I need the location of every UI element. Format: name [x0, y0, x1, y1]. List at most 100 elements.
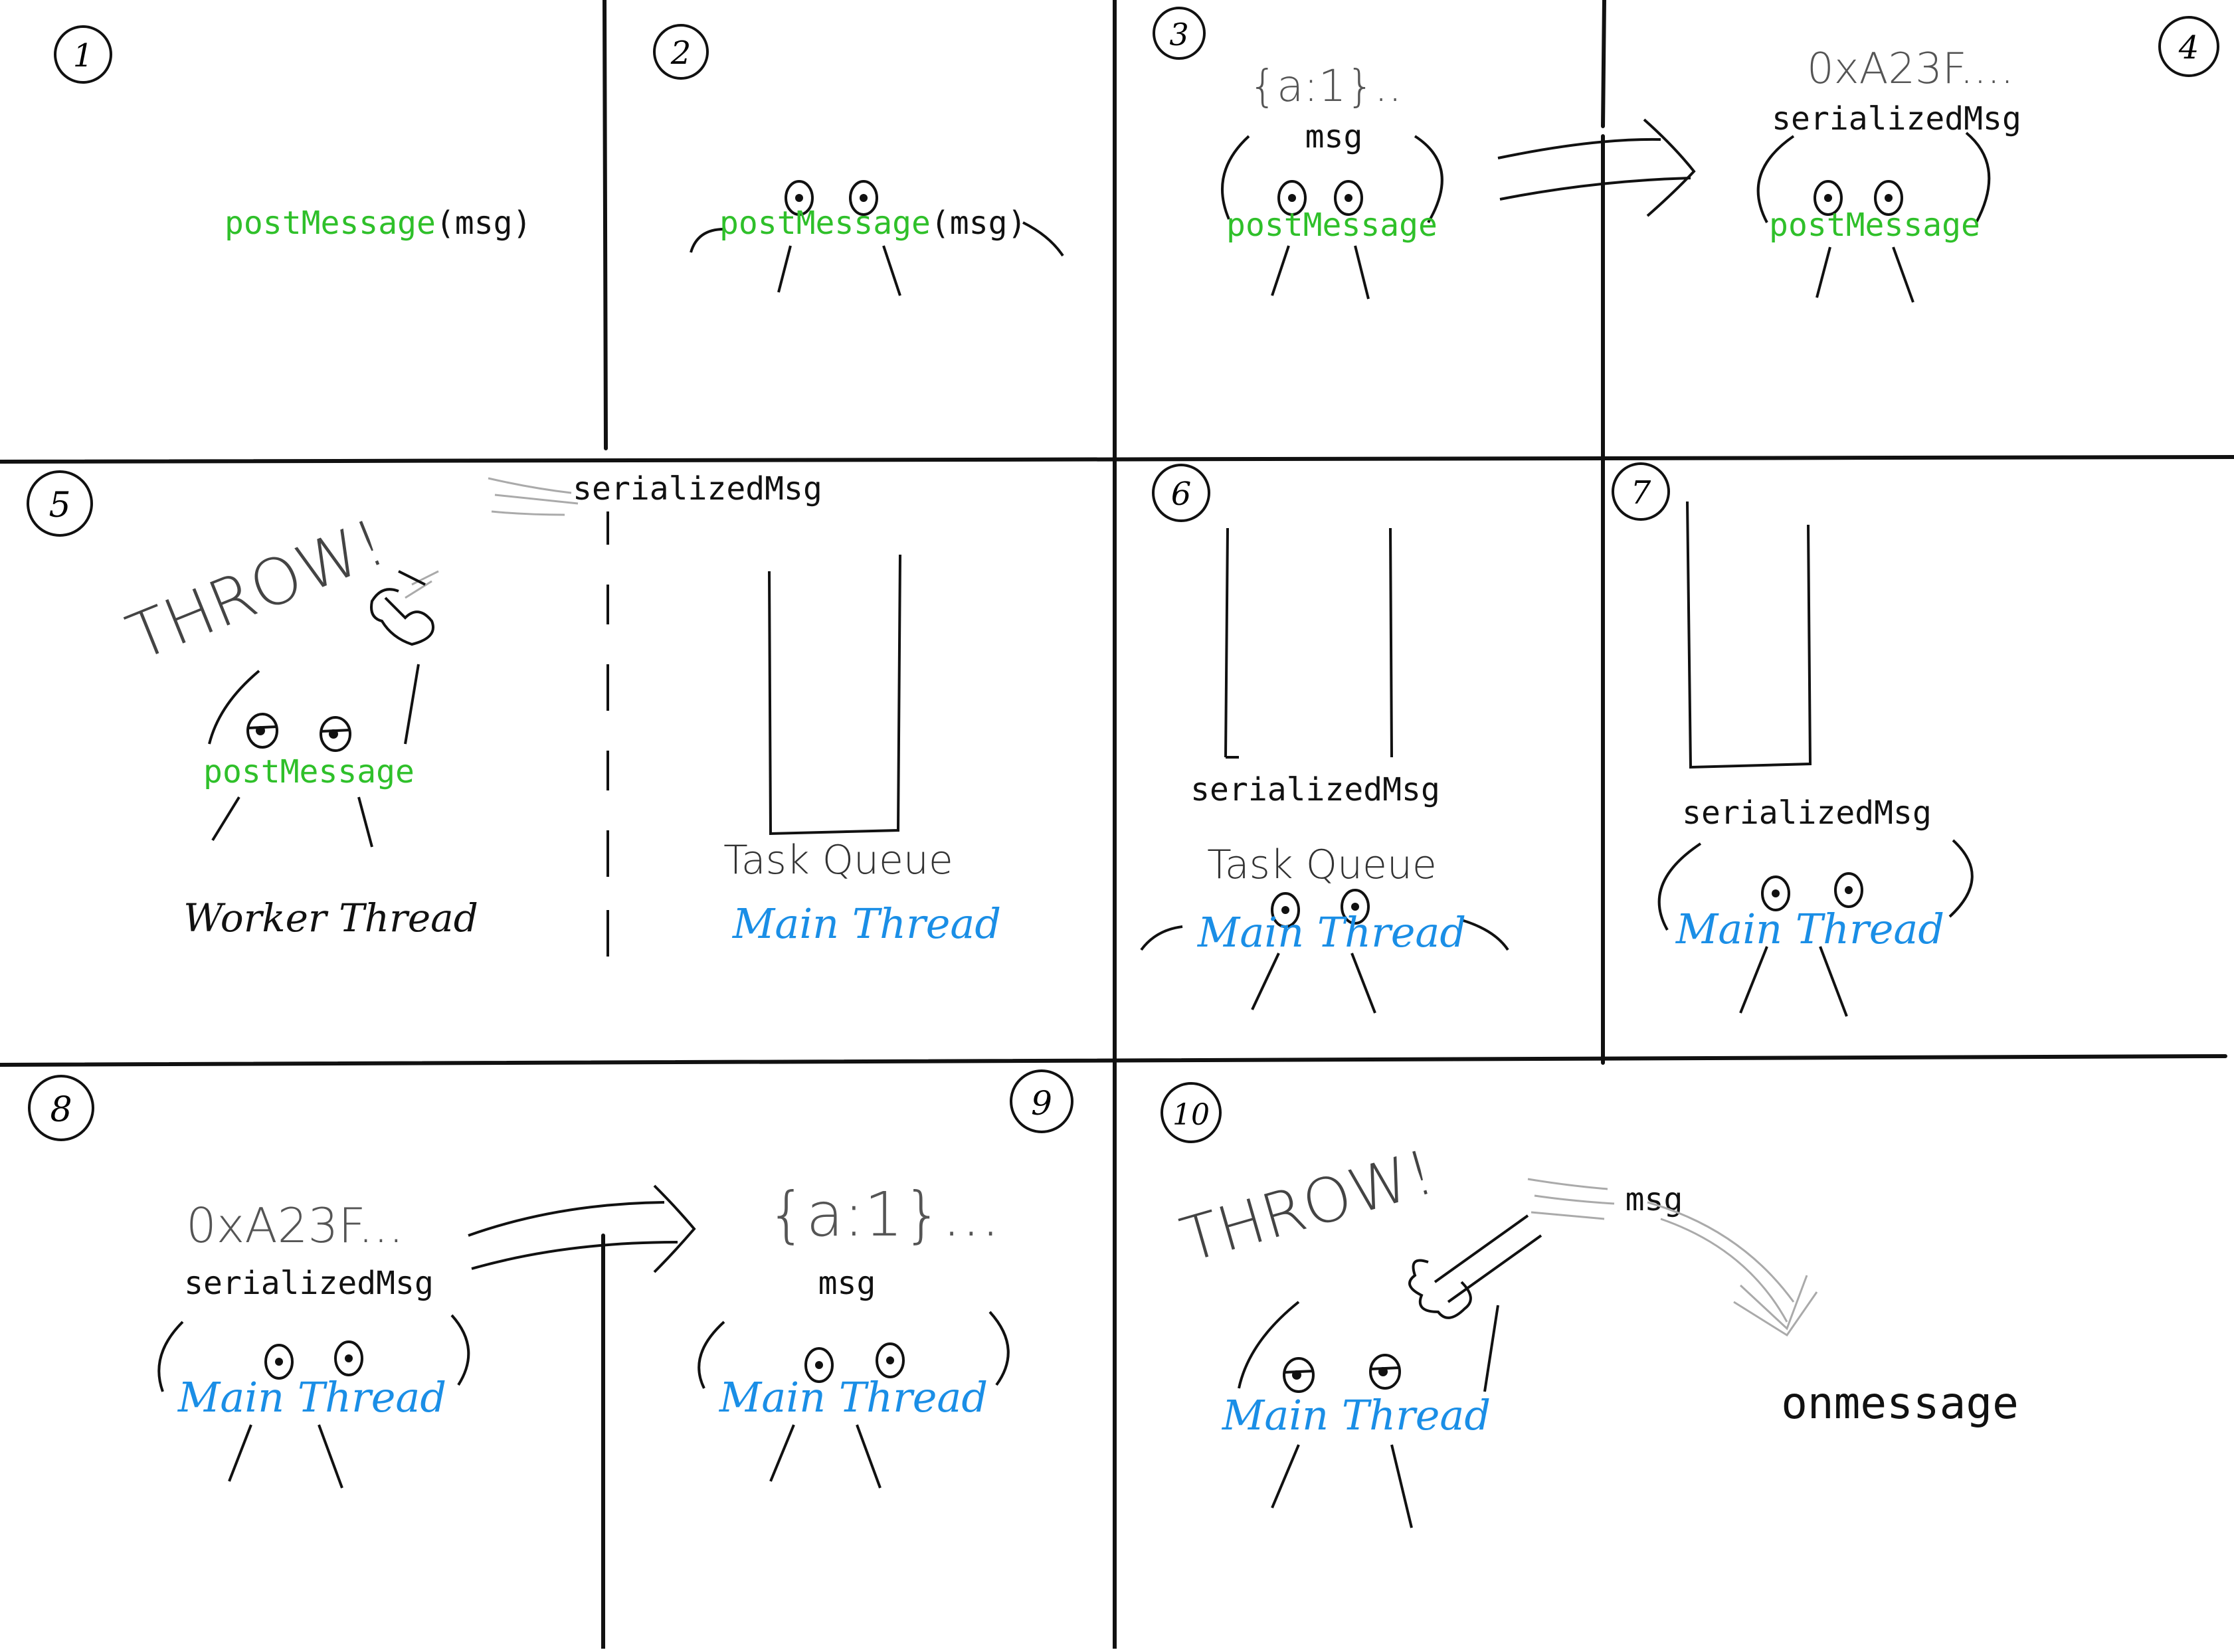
panel-3: 3 {a:1}.. msg postMessage [1153, 7, 1443, 300]
panel-7: 7 serializedMsg Main Thread [1612, 462, 1974, 1017]
motion-lines-icon [405, 477, 579, 599]
panel-number-circle [1010, 1069, 1073, 1133]
panel-number-circle [2158, 16, 2219, 77]
panel-number: 8 [50, 1090, 72, 1130]
main-thread-label: Main Thread [732, 899, 1001, 948]
panel-number: 6 [1171, 476, 1192, 513]
panel-number-circle [54, 25, 112, 84]
arm-left [1756, 135, 1795, 223]
panel-1: 1 postMessage(msg) [54, 25, 531, 242]
call-function: postMessage [719, 205, 931, 242]
arm-right [1948, 839, 1974, 918]
hex-text: 0xA23F.... [1807, 45, 2014, 94]
arm-right [404, 664, 420, 745]
leg-left [1739, 946, 1768, 1014]
eye-icon [1283, 1357, 1315, 1393]
call-text: postMessage(msg) [225, 205, 531, 242]
eye-icon [334, 1340, 363, 1376]
throw-text: THROW! [118, 505, 396, 675]
leg-left [228, 1424, 252, 1482]
hand-throwing-icon [1408, 1214, 1542, 1319]
panel-number: 1 [73, 37, 94, 74]
character-label: Main Thread [1222, 1391, 1491, 1439]
panel-number-circle [1612, 462, 1670, 521]
leg-right [357, 796, 373, 848]
panel-number: 3 [1169, 17, 1188, 52]
character-label: Main Thread [1197, 908, 1466, 957]
arm-left [1221, 135, 1250, 220]
eye-icon [1834, 872, 1863, 908]
arm-left [1657, 842, 1702, 931]
task-queue-container [1686, 501, 1812, 769]
arrow-icon [1497, 118, 1696, 217]
eye-icon [320, 716, 351, 752]
task-queue-label: Task Queue [1207, 842, 1437, 888]
leg-left [777, 245, 792, 293]
character-label: postMessage [203, 753, 415, 790]
leg-right [1819, 946, 1848, 1017]
eye-icon [246, 713, 278, 749]
panel-number: 10 [1172, 1098, 1210, 1132]
leg-right [1350, 953, 1376, 1014]
character-label: postMessage [1226, 207, 1438, 244]
call-args: (msg) [931, 205, 1027, 242]
leg-left [1271, 1444, 1300, 1509]
arm-right [450, 1314, 470, 1386]
leg-left [769, 1424, 795, 1482]
task-queue-label: Task Queue [723, 837, 953, 883]
panel-4: 4 0xA23F.... serializedMsg postMessage [1756, 16, 2219, 303]
hex-text: 0xA23F... [186, 1198, 404, 1253]
panel-2: 2 postMessage(msg) [653, 24, 1064, 296]
transition-serialization [1497, 118, 1696, 217]
character-label: postMessage [1769, 207, 1980, 244]
leg-left [211, 796, 240, 842]
divider-p1-p2 [603, 0, 608, 450]
eye-icon [1369, 1354, 1401, 1390]
arm-left [157, 1321, 184, 1392]
panel-8: 8 0xA23F... serializedMsg Main Thread [28, 1075, 470, 1489]
arm-left [1238, 1301, 1300, 1389]
divider-p3-p4 [1601, 0, 1606, 1065]
throw-text: THROW! [1174, 1137, 1442, 1276]
msg-label: msg [1626, 1181, 1683, 1218]
task-queue-container [1224, 527, 1393, 759]
transition-deserialization [468, 1184, 696, 1273]
arm-left [208, 670, 260, 745]
arm-right [1965, 132, 1991, 223]
arm-right [988, 1311, 1010, 1386]
leg-right [1892, 246, 1914, 303]
panel-number: 9 [1031, 1084, 1052, 1123]
character-label: Main Thread [1675, 905, 1944, 953]
arm-right [1483, 1305, 1499, 1392]
msg-label: serializedMsg [1190, 771, 1440, 808]
call-text: postMessage(msg) [719, 205, 1026, 242]
leg-left [1271, 245, 1290, 296]
msg-label: msg [1305, 118, 1363, 155]
panel-number: 4 [2178, 29, 2199, 66]
task-queue-container [768, 554, 901, 836]
panel-number: 2 [670, 35, 692, 72]
literal-text: {a:1}... [767, 1179, 1000, 1250]
arm-left [1140, 925, 1183, 951]
arm-left [690, 228, 725, 253]
arm-right [1414, 135, 1443, 224]
arm-left [698, 1321, 725, 1389]
arrow-icon [468, 1184, 696, 1273]
msg-label: serializedMsg [1682, 794, 1932, 832]
panel-number-circle [28, 1075, 94, 1141]
literal-text: {a:1}.. [1249, 60, 1402, 112]
arm-right [1461, 919, 1509, 951]
panel-number: 7 [1631, 474, 1651, 511]
panel-9: 9 {a:1}... msg Main Thread [698, 1069, 1073, 1489]
msg-label: serializedMsg [1772, 100, 2021, 138]
divider-row2 [0, 1054, 2227, 1067]
panel-number-circle [1152, 464, 1210, 522]
motion-lines-icon [1527, 1178, 1615, 1220]
panel-10: 10 THROW! msg Main Thread onmessage [1161, 1082, 2019, 1528]
leg-right [1354, 245, 1370, 300]
panel-number-circle [27, 470, 93, 537]
panel-number-circle [1161, 1082, 1222, 1143]
